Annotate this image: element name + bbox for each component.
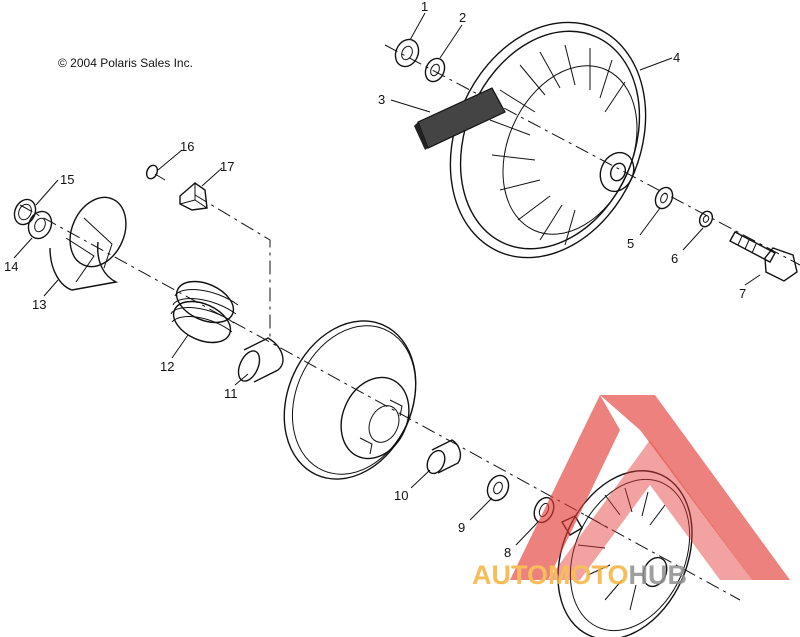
callout-5: 5 (627, 236, 634, 251)
callout-13: 13 (32, 297, 46, 312)
spacer-10 (426, 439, 462, 475)
drive-sheave (449, 21, 647, 259)
washer-2 (424, 57, 446, 83)
callout-10: 10 (394, 488, 408, 503)
bolt-7 (729, 231, 798, 282)
callout-16: 16 (180, 139, 194, 154)
moveable-sheave (283, 320, 417, 480)
watermark-triangle-left (510, 395, 620, 580)
bushing-11 (237, 337, 284, 383)
callout-15: 15 (60, 172, 74, 187)
watermark-text-hub: HUB (629, 560, 688, 590)
lower-axis (19, 204, 741, 601)
callout-6: 6 (671, 251, 678, 266)
watermark-triangle-right (600, 395, 790, 580)
watermark-logo: AUTOMOTOHUB (472, 395, 790, 590)
callout-4: 4 (673, 50, 680, 65)
spring-12 (170, 280, 239, 344)
callout-17: 17 (220, 159, 234, 174)
pin-axis (194, 194, 271, 340)
callout-9: 9 (458, 520, 465, 535)
callout-2: 2 (459, 10, 466, 25)
spacer-washer-1 (394, 38, 420, 68)
drive-belt (414, 87, 506, 150)
assembly-axes (19, 44, 800, 601)
callout-8: 8 (504, 545, 511, 560)
upper-axis (384, 44, 800, 266)
watermark-text-automoto: AUTOMOTO (472, 560, 629, 590)
ramp-button-17 (179, 182, 208, 211)
leader-lines (13, 12, 761, 546)
callout-14: 14 (4, 259, 18, 274)
washer-6 (698, 210, 714, 228)
washer-9 (486, 474, 510, 502)
watermark-triangle-inner (548, 440, 752, 580)
screw-16 (145, 164, 166, 181)
callout-11: 11 (224, 386, 238, 401)
callout-12: 12 (160, 359, 174, 374)
copyright-text: © 2004 Polaris Sales Inc. (58, 56, 193, 70)
callout-3: 3 (378, 92, 385, 107)
callout-numbers: 1 2 3 4 5 6 7 8 9 10 11 12 13 14 15 16 1… (4, 0, 746, 560)
callout-7: 7 (739, 286, 746, 301)
callout-1: 1 (421, 0, 428, 14)
washer-14 (27, 210, 53, 240)
helix-cam-13 (49, 196, 127, 291)
svg-text:AUTOMOTOHUB: AUTOMOTOHUB (472, 560, 687, 590)
snap-ring-15 (13, 198, 37, 226)
